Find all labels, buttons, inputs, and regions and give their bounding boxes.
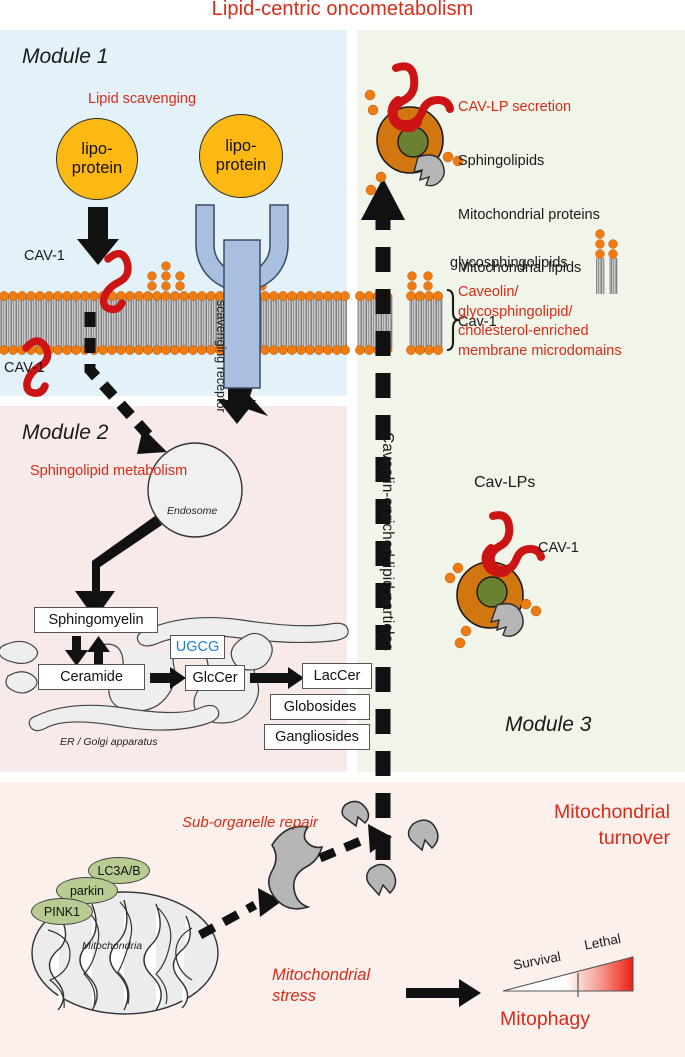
caveolin-lipid-particles-transport-label: Caveolin-enriched lipid particles: [379, 432, 396, 651]
panel-module-1: [0, 30, 347, 396]
metabolite-box-laccer: LacCer: [302, 663, 372, 689]
metabolite-box-glccer: GlcCer: [185, 665, 245, 691]
module-2-label: Module 2: [22, 421, 109, 444]
mitophagy-label: Mitophagy: [500, 1008, 590, 1030]
module-1-label: Module 1: [22, 45, 109, 68]
glycosphingolipids-label: glycosphingolipids: [450, 255, 568, 271]
cavlp-secretion-item-2: Mitochondrial lipids: [458, 260, 582, 277]
suborganelle-repair-label: Sub-organelle repair: [182, 814, 318, 831]
endosome-label: Endosome: [167, 505, 218, 517]
lipoprotein-particle-left: lipo- protein: [56, 118, 138, 200]
lipoprotein-particle-right: lipo- protein: [199, 114, 283, 198]
er-golgi-label: ER / Golgi apparatus: [60, 736, 158, 748]
cav1-label-upper: CAV-1: [24, 248, 65, 264]
mitochondrial-turnover-title: Mitochondrial turnover: [554, 801, 670, 849]
cavlp-secretion-heading: CAV-LP secretion: [458, 99, 572, 116]
protein-tag-parkin: parkin: [56, 877, 118, 904]
metabolite-box-sphingomyelin: Sphingomyelin: [34, 607, 158, 633]
sphingolipid-metabolism-heading: Sphingolipid metabolism: [30, 463, 188, 479]
module-3-label: Module 3: [505, 713, 592, 736]
cav1-label-module3: CAV-1: [538, 540, 579, 556]
lipid-scavenging-heading: Lipid scavenging: [88, 91, 197, 107]
cavlp-secretion-item-3: Cav-1: [458, 314, 497, 331]
membrane-microdomain-label: Caveolin/ glycosphingolipid/ cholesterol…: [458, 284, 622, 359]
cavlp-secretion-item-0: Sphingolipids: [458, 152, 545, 169]
cavlp-secretion-list: CAV-LP secretion Sphingolipids Mitochond…: [458, 64, 600, 367]
metabolite-box-gangliosides: Gangliosides: [264, 724, 370, 750]
cavlps-label: Cav-LPs: [474, 474, 536, 491]
metabolite-box-globosides: Globosides: [270, 694, 370, 720]
cavlp-secretion-item-1: Mitochondrial proteins: [458, 206, 600, 223]
scavenging-receptor-label: scavenging receptor: [214, 300, 228, 413]
protein-tag-pink1: PINK1: [31, 898, 93, 925]
cav1-label-lower: CAV-1: [4, 360, 45, 376]
mitochondria-label: Mitochondria: [82, 940, 143, 952]
figure-title: Lipid-centric oncometabolism: [211, 0, 474, 20]
mitochondrial-stress-label: Mitochondrial stress: [272, 966, 371, 1005]
metabolite-box-ceramide: Ceramide: [38, 664, 145, 690]
enzyme-box-ugcg: UGCG: [170, 635, 225, 659]
